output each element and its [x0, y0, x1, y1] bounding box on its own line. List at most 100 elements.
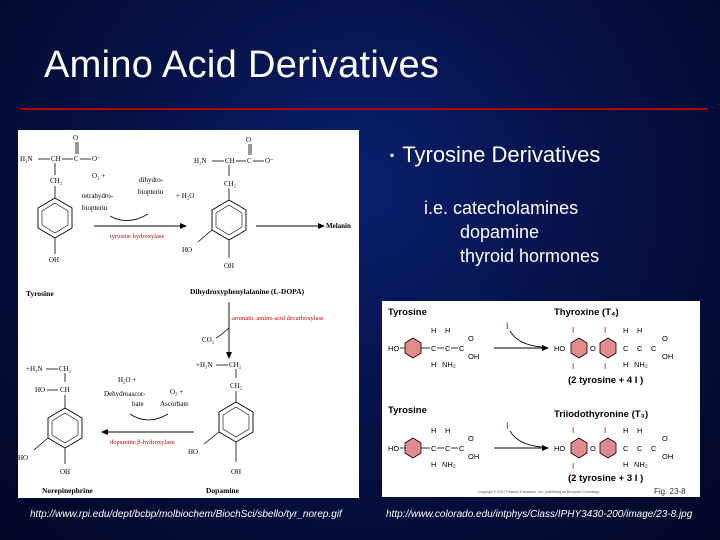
iodine-input-2: I: [506, 421, 509, 431]
sub-line-dopamine: dopamine: [460, 222, 540, 242]
dopamine-label: Dopamine: [206, 486, 240, 495]
label: O: [590, 344, 596, 353]
thyroxine-label: Thyroxine (T₄): [554, 307, 619, 318]
label: O: [662, 334, 668, 343]
row-thyroxine: Tyrosine Thyroxine (T₄) HO C C C H H H N…: [388, 307, 673, 386]
iodine-marker: I: [604, 426, 606, 435]
label: bate: [132, 400, 144, 408]
label: H: [445, 426, 450, 435]
label: O: [590, 444, 596, 453]
label: OH: [662, 352, 673, 361]
label: H: [623, 326, 628, 335]
label: OH: [662, 452, 673, 461]
iodine-input-1: I: [506, 321, 509, 331]
melanin-label: Melanin: [326, 222, 351, 230]
label: CH: [51, 155, 61, 163]
label: HO: [35, 386, 45, 394]
label: NH₂: [442, 460, 456, 469]
label: CH₂: [229, 361, 242, 369]
enzyme-tyrosine-hydroxylase: tyrosine hydroxylase: [110, 233, 164, 240]
label: CH₂: [230, 382, 243, 390]
label: C: [651, 444, 657, 453]
label: C: [445, 444, 451, 453]
label: C: [445, 344, 451, 353]
label: H: [431, 460, 436, 469]
label: NH₂: [634, 360, 648, 369]
label: + H₂O: [176, 192, 194, 200]
benzene-ring: [570, 337, 588, 359]
label: O: [73, 134, 78, 142]
label: NH₂: [634, 460, 648, 469]
label: O₂ +: [92, 172, 105, 180]
label: CH: [225, 157, 235, 165]
copyright-text: Copyright © 2007 Pearson Education, Inc.…: [478, 490, 600, 494]
label: HO: [182, 246, 192, 254]
label: H: [431, 360, 436, 369]
enzyme-aromatic-decarboxylase: aromatic amino acid decarboxylase: [232, 315, 324, 322]
label: dihydro-: [139, 176, 164, 184]
label: C: [431, 344, 437, 353]
label: C: [459, 444, 465, 453]
figure-number: Fig. 23-8: [654, 487, 686, 496]
label: OH: [49, 256, 59, 264]
label: CO₂: [202, 336, 215, 344]
label: OH: [468, 452, 479, 461]
thyroid-svg: Tyrosine Thyroxine (T₄) HO C C C H H H N…: [388, 307, 686, 496]
label: H₂N: [194, 157, 207, 165]
sub-line-thyroid: thyroid hormones: [460, 246, 600, 266]
label: C: [431, 444, 437, 453]
ldopa-molecule: H₂N CH C O⁻ O CH₂ HO OH Dihydroxyphenyla…: [182, 136, 305, 296]
label: NH₂: [442, 360, 456, 369]
ldopa-label: Dihydroxyphenylalanine (L-DOPA): [190, 287, 305, 296]
source-url-right[interactable]: http://www.colorado.edu/intphys/Class/IP…: [386, 509, 693, 520]
label: HO: [188, 448, 198, 456]
label: O: [468, 334, 474, 343]
step2: aromatic amino acid decarboxylase CO₂: [202, 302, 324, 359]
label: O⁻: [265, 157, 274, 165]
dopamine-molecule: +H₃N CH₂ CH₂ HO OH Dopamine: [188, 361, 254, 495]
label: OH: [60, 468, 70, 476]
tyrosine-label: Tyrosine: [26, 289, 54, 298]
tyrosine-molecule: H₂N CH C O⁻ O CH₂ OH Tyrosine: [20, 134, 101, 298]
label: C: [623, 444, 629, 453]
label: C: [247, 157, 252, 165]
label: biopterin: [82, 204, 108, 212]
iodine-marker: I: [572, 326, 574, 335]
title-rule: [20, 108, 708, 110]
benzene-ring: [599, 437, 617, 459]
label: H: [431, 326, 436, 335]
label: +H₃N: [26, 365, 43, 373]
sub-list: i.e. catecholamines dopamine thyroid hor…: [424, 196, 599, 268]
iodine-marker: I: [572, 462, 574, 471]
step1-cofactors: O₂ + tetrahydro- biopterin dihydro- biop…: [82, 172, 194, 240]
label: C: [459, 344, 465, 353]
benzene-ring: [404, 337, 422, 359]
label: HO: [554, 444, 565, 453]
iodine-marker: I: [604, 362, 606, 371]
slide-title: Amino Acid Derivatives: [44, 44, 440, 86]
step3: H₂O + Dehydroascor- bate O₂ + Ascorbate …: [101, 376, 194, 446]
label: C: [637, 344, 643, 353]
benzene-ring: [570, 437, 588, 459]
label: CH₂: [59, 365, 72, 373]
label: OH: [231, 468, 241, 476]
row-triiodothyronine: Tyrosine Triiodothyronine (T₃) HO C C C …: [388, 405, 673, 484]
label: Dehydroascor-: [104, 390, 146, 398]
label: CH: [60, 386, 70, 394]
label: C: [74, 155, 79, 163]
source-url-left[interactable]: http://www.rpi.edu/dept/bcbp/molbiochem/…: [30, 509, 342, 520]
label: C: [651, 344, 657, 353]
label: H: [445, 326, 450, 335]
label: CH₂: [224, 180, 237, 188]
label: HO: [388, 344, 399, 353]
label: H: [623, 360, 628, 369]
melanin-branch: Melanin: [256, 222, 351, 230]
pathway-svg: H₂N CH C O⁻ O CH₂ OH Tyrosine O₂ + tetra…: [18, 134, 351, 495]
label: O: [662, 434, 668, 443]
label: H₂O +: [118, 376, 136, 384]
benzene-ring: [599, 337, 617, 359]
label: O: [468, 434, 474, 443]
label: O⁻: [92, 155, 101, 163]
label: O: [246, 136, 251, 144]
bullet-item: ▪ Tyrosine Derivatives: [390, 142, 600, 168]
